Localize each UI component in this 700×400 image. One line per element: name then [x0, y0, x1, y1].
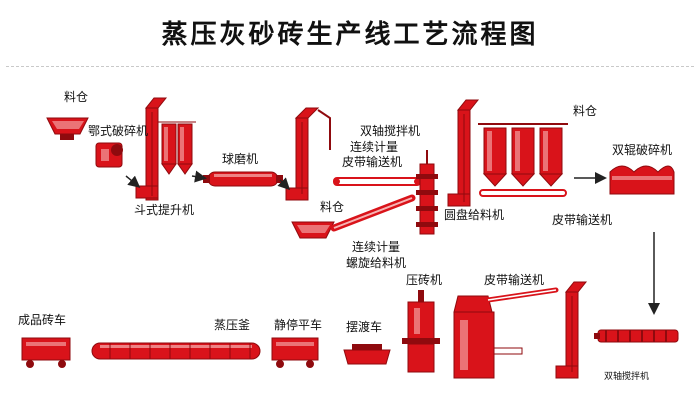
ferry-car-icon	[343, 344, 391, 365]
ball-mill-label: 球磨机	[222, 152, 259, 166]
twin-shaft-mixer-bottom-label: 双轴搅拌机	[604, 372, 650, 382]
flow-arrow-to-ball-mill	[191, 170, 207, 183]
autoclave-icon	[91, 342, 261, 360]
bucket-elevator-label: 斗式提升机	[134, 203, 195, 217]
material-silos-three-icon	[478, 123, 568, 187]
disc-feeder-label: 圆盘给料机	[444, 208, 505, 222]
bucket-elevator-left-icon	[135, 97, 168, 201]
jaw-crusher-icon	[95, 142, 123, 168]
hopper-1-icon	[46, 117, 89, 140]
ball-mill-icon	[203, 171, 283, 187]
flow-arrow-to-elevator-middle	[277, 177, 291, 191]
brick-press-label: 压砖机	[406, 273, 443, 287]
metering-belt-label-line2: 皮带输送机	[342, 155, 403, 169]
twin-shaft-mixer-top-icon	[416, 150, 438, 235]
screw-feeder-label-line2: 螺旋给料机	[346, 256, 407, 270]
belt-conveyor-bottom-label: 皮带输送机	[484, 273, 545, 287]
hopper-1-label: 料仓	[64, 90, 89, 104]
screw-feeder-label-line1: 连续计量	[352, 240, 401, 254]
belt-conveyor-under-silos-icon	[479, 189, 567, 197]
metering-belt-label-line1: 连续计量	[350, 140, 399, 154]
ferry-car-label: 摆渡车	[346, 320, 383, 334]
title-divider	[6, 66, 694, 67]
double-roller-crusher-icon	[609, 165, 675, 195]
double-roller-crusher-label: 双辊破碎机	[612, 143, 673, 157]
screw-feeder-icon	[330, 194, 416, 232]
finished-brick-cart-icon	[21, 337, 71, 368]
diagram-title: 蒸压灰砂砖生产线工艺流程图	[161, 20, 539, 50]
hopper-2-label: 料仓	[320, 200, 345, 214]
bottom-belt-conveyor-icon	[485, 287, 559, 303]
twin-shaft-mixer-top-label: 双轴搅拌机	[360, 124, 421, 138]
storage-silos-icon	[158, 121, 196, 175]
jaw-crusher-label: 鄂式破碎机	[88, 124, 149, 138]
bucket-elevator-middle-icon	[285, 107, 331, 201]
hopper-3-label: 料仓	[573, 104, 598, 118]
belt-conveyor-top-label: 皮带输送机	[552, 213, 613, 227]
twin-shaft-mixer-bottom-icon	[594, 329, 679, 343]
rest-flat-car-label: 静停平车	[274, 318, 323, 332]
bucket-elevator-bottom-icon	[555, 281, 588, 379]
autoclave-label: 蒸压釜	[214, 318, 251, 332]
press-feeding-unit-icon	[453, 295, 523, 379]
finished-brick-cart-label: 成品砖车	[18, 313, 67, 327]
hopper-2-icon	[291, 221, 335, 239]
rest-flat-car-icon	[271, 337, 319, 368]
metering-belt-conveyor-icon	[333, 177, 421, 186]
brick-press-icon	[402, 290, 440, 373]
flow-arrow-jaw-to-elevator	[125, 175, 141, 188]
bucket-elevator-right-icon	[447, 99, 480, 207]
